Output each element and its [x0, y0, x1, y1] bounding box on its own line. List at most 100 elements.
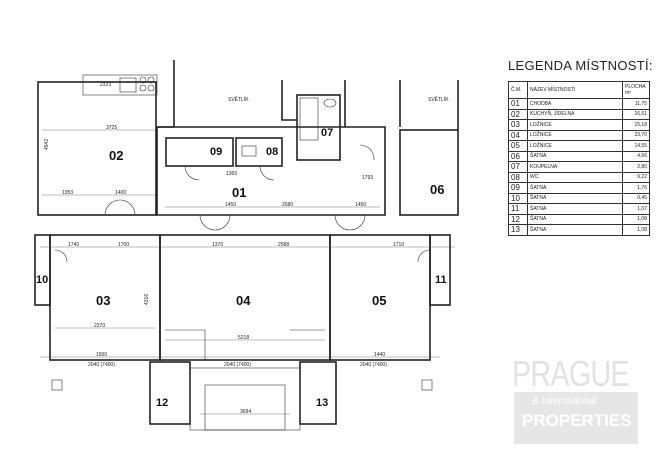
legend-cell-name: KUCHYŇ, JÍDELNA [527, 108, 623, 120]
legend-cell-no: 12 [508, 213, 528, 225]
legend-cell-area: 1,07 [622, 203, 650, 215]
legend-cell-area: 9,22 [622, 171, 650, 183]
room-07: 07 [321, 127, 333, 139]
legend-cell-name: ŠATNA [527, 203, 623, 215]
room-02: 02 [109, 148, 123, 163]
legend-cell-name: ŠATNA [527, 150, 623, 162]
legend-cell-no: 05 [508, 140, 528, 152]
legend-cell-area: 1,76 [622, 182, 650, 194]
room-04: 04 [236, 293, 251, 308]
room-05: 05 [372, 293, 386, 308]
legend-cell-no: 08 [508, 171, 528, 183]
dimension-label: 1400 [115, 190, 126, 196]
legend-cell-no: 07 [508, 161, 528, 173]
dimension-label: 4316 [144, 294, 150, 305]
dimension-label: 1450 [355, 202, 366, 208]
room-legend: LEGENDA MÍSTNOSTÍ: Č.M. NÁZEV MÍSTNOSTI … [508, 58, 658, 236]
legend-cell-no: 10 [508, 192, 528, 204]
room-08: 08 [266, 146, 278, 158]
dimension-label: 1700 [118, 242, 129, 248]
room-13: 13 [316, 397, 328, 409]
dimension-label: 5218 [238, 335, 249, 341]
dimension-label: 1440 [374, 352, 385, 358]
room-03: 03 [96, 293, 110, 308]
col-name: NÁZEV MÍSTNOSTI [527, 81, 623, 99]
dimension-label: 1710 [393, 242, 404, 248]
legend-cell-no: 02 [508, 108, 528, 120]
legend-cell-no: 06 [508, 150, 528, 162]
legend-title: LEGENDA MÍSTNOSTÍ: [508, 58, 653, 73]
room-12: 12 [156, 397, 168, 409]
legend-cell-no: 01 [508, 98, 528, 110]
dimension-label: 2370 [94, 323, 105, 329]
col-area: PLOCHA m² [622, 81, 650, 99]
dimension-label: 1370 [212, 242, 223, 248]
lightwell-label: SVĚTLÍK [428, 95, 449, 103]
lightwell-label: SVĚTLÍK [228, 95, 249, 103]
dimension-label: 4542 [44, 139, 50, 150]
legend-cell-name: KOUPELNA [527, 161, 623, 173]
dimension-label: 1500 [96, 352, 107, 358]
legend-cell-name: CHODBA [527, 98, 623, 110]
dimension-label: 1953 [62, 190, 73, 196]
dimension-label: 2040 (7400) [360, 362, 387, 368]
legend-cell-area: 4,66 [622, 150, 650, 162]
legend-cell-name: LOŽNICE [527, 129, 623, 141]
room-09: 09 [210, 146, 222, 158]
legend-cell-area: 23,70 [622, 129, 650, 141]
legend-cell-no: 09 [508, 182, 528, 194]
dimension-label: 2040 (7400) [88, 362, 115, 368]
legend-cell-name: ŠATNA [527, 213, 623, 225]
room-10: 10 [36, 274, 48, 286]
walls [34, 60, 459, 431]
dimension-label: 1740 [68, 242, 79, 248]
legend-cell-area: 0,45 [622, 192, 650, 204]
dimension-label: 1793 [362, 175, 373, 181]
dimension-labels: 3725 1400 1953 1740 1700 1370 2588 1710 … [44, 82, 404, 415]
col-no: Č.M. [508, 81, 528, 99]
dimension-label: 2323 [100, 82, 111, 88]
legend-cell-name: WC [527, 171, 623, 183]
legend-cell-area: 2,80 [622, 161, 650, 173]
dimension-label: 1365 [226, 171, 237, 177]
legend-cell-no: 11 [508, 203, 528, 215]
legend-cell-name: LOŽNICE [527, 119, 623, 131]
room-06: 06 [430, 182, 444, 197]
dimension-label: 2680 [282, 202, 293, 208]
legend-cell-area: 16,61 [622, 108, 650, 120]
dimension-label: 3694 [240, 409, 251, 415]
legend-cell-area: 15,18 [622, 119, 650, 131]
legend-cell-no: 03 [508, 119, 528, 131]
prague-properties-logo: PRAGUE & International PROPERTIES [512, 356, 642, 446]
floor-plan: SVĚTLÍK SVĚTLÍK 01 02 03 04 05 06 07 08 … [34, 60, 459, 431]
legend-cell-name: LOŽNICE [527, 140, 623, 152]
room-01: 01 [232, 185, 246, 200]
legend-cell-area: 11,75 [622, 98, 650, 110]
legend-cell-area: 1,08 [622, 213, 650, 225]
dimension-label: 1450 [225, 202, 236, 208]
legend-cell-no: 13 [508, 224, 528, 236]
legend-cell-no: 04 [508, 129, 528, 141]
room-11: 11 [435, 274, 447, 286]
legend-cell-area: 14,55 [622, 140, 650, 152]
dimension-label: 2588 [278, 242, 289, 248]
dimension-label: 3725 [106, 125, 117, 131]
legend-cell-name: ŠATNA [527, 192, 623, 204]
legend-cell-name: ŠATNA [527, 224, 623, 236]
dimension-label: 2040 (7400) [224, 362, 251, 368]
legend-cell-name: ŠATNA [527, 182, 623, 194]
